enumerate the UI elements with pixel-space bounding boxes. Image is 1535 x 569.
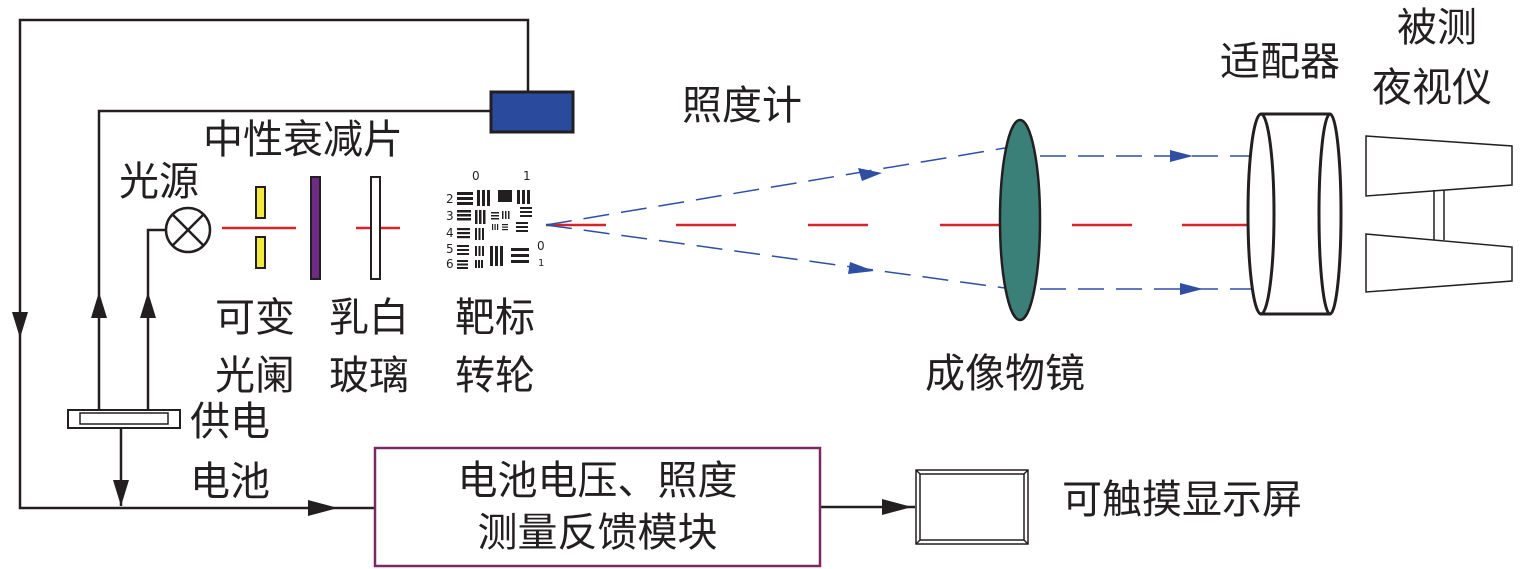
wire-arrowheads [12,292,912,516]
touch-screen-icon [915,469,1029,545]
opal-glass-label-line2: 玻璃 [329,353,409,399]
battery-label-line1: 供电 [190,399,270,445]
objective-lens-label: 成像物镜 [925,351,1085,397]
nvd-label-line2: 夜视仪 [1372,65,1492,111]
target-wheel-label-line2: 转轮 [455,353,535,399]
up-arrow-sensor-wire [91,292,107,318]
nd-filter [310,176,321,280]
touchscreen-label: 可触摸显示屏 [1062,477,1302,523]
target-num-6: 6 [446,257,454,271]
opal-glass-label-line1: 乳白 [329,295,409,341]
nd-filter-label: 中性衰减片 [203,117,403,163]
target-num-4: 4 [446,226,454,240]
target-num-3: 3 [446,209,454,223]
source-to-battery-wire [146,228,165,410]
adapter-label: 适配器 [1220,39,1340,85]
beam-arrowheads [848,150,1203,295]
objective-lens [998,118,1042,322]
illuminometer-label: 照度计 [682,83,802,129]
opal-glass [370,176,381,280]
illuminometer-sensor [489,90,575,134]
night-vision-device [1365,135,1513,293]
module-label-line2: 测量反馈模块 [477,510,718,556]
down-arrow-left-loop [12,312,28,338]
light-source-lamp-icon [164,206,212,254]
target-num-2: 2 [446,192,454,206]
resolution-target-chart: 2 3 4 5 6 0 1 0 1 [446,169,545,271]
light-source-label: 光源 [119,159,199,205]
target-wheel-label-line1: 靶标 [455,295,535,341]
battery-label-line2: 电池 [190,459,270,505]
target-num-top-1: 1 [523,169,531,183]
power-battery [67,409,181,429]
aperture-label-line2: 光阑 [215,353,295,399]
adapter [1246,112,1343,316]
module-label-line1: 电池电压、照度 [457,458,738,504]
target-num-right-0: 0 [537,239,545,253]
target-num-right-1: 1 [538,258,544,269]
aperture-label-line1: 可变 [215,295,295,341]
variable-aperture [255,186,266,269]
beam-rays [545,147,1258,290]
target-num-top-0: 0 [472,169,480,183]
down-arrow-battery-bus [113,480,129,506]
feedback-module-box [373,446,822,568]
outer-loop-wire [18,18,530,510]
right-arrow-to-module [308,500,338,516]
up-arrow-source-wire [140,292,156,318]
nvd-label-line1: 被测 [1397,5,1477,51]
target-num-5: 5 [446,242,454,256]
right-arrow-to-screen [882,499,912,515]
